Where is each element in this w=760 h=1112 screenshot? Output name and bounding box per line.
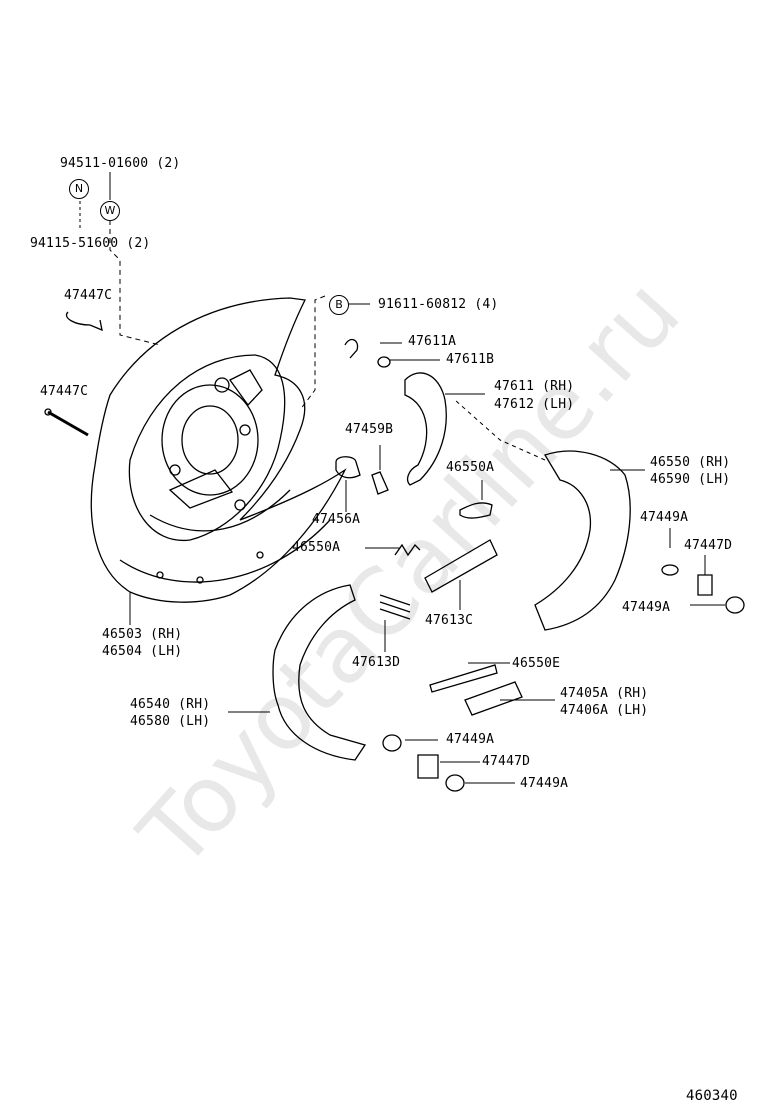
label-46504: 46504 (LH) [102,644,183,659]
backing-plate-drawing [90,297,347,603]
symbol-b-circle: B [329,295,349,315]
label-46550a-left: 46550A [292,540,341,555]
symbol-n-circle: N [69,179,89,199]
label-47449a-b1: 47449A [446,732,495,747]
label-46580: 46580 (LH) [130,714,211,729]
label-47459b: 47459B [345,422,394,437]
label-46540: 46540 (RH) [130,697,211,712]
label-47611b: 47611B [446,352,495,367]
label-46550: 46550 (RH) [650,455,731,470]
label-47611a: 47611A [408,334,457,349]
small-parts [44,311,745,792]
leader-lines [79,172,725,784]
label-47456a: 47456A [312,512,361,527]
symbol-w-circle: W [100,201,120,221]
label-47405a: 47405A (RH) [560,686,649,701]
label-47449a-r1: 47449A [640,510,689,525]
label-47612: 47612 (LH) [494,397,575,412]
label-47449a-b2: 47449A [520,776,569,791]
label-94115: 94115-51600 (2) [30,236,151,251]
label-47449a-r2: 47449A [622,600,671,615]
label-47613c: 47613C [425,613,474,628]
label-46550e: 46550E [512,656,561,671]
label-47447c-mid: 47447C [40,384,89,399]
label-94511: 94511-01600 (2) [60,156,181,171]
label-47613d: 47613D [352,655,401,670]
label-91611: 91611-60812 (4) [378,297,499,312]
label-47611: 47611 (RH) [494,379,575,394]
label-47447d-b: 47447D [482,754,531,769]
label-46590: 46590 (LH) [650,472,731,487]
label-47447c-top: 47447C [64,288,113,303]
label-46550a-right: 46550A [446,460,495,475]
label-47447d-r: 47447D [684,538,733,553]
label-46503: 46503 (RH) [102,627,183,642]
diagram-id: 460340 [686,1088,738,1104]
label-47406a: 47406A (LH) [560,703,649,718]
